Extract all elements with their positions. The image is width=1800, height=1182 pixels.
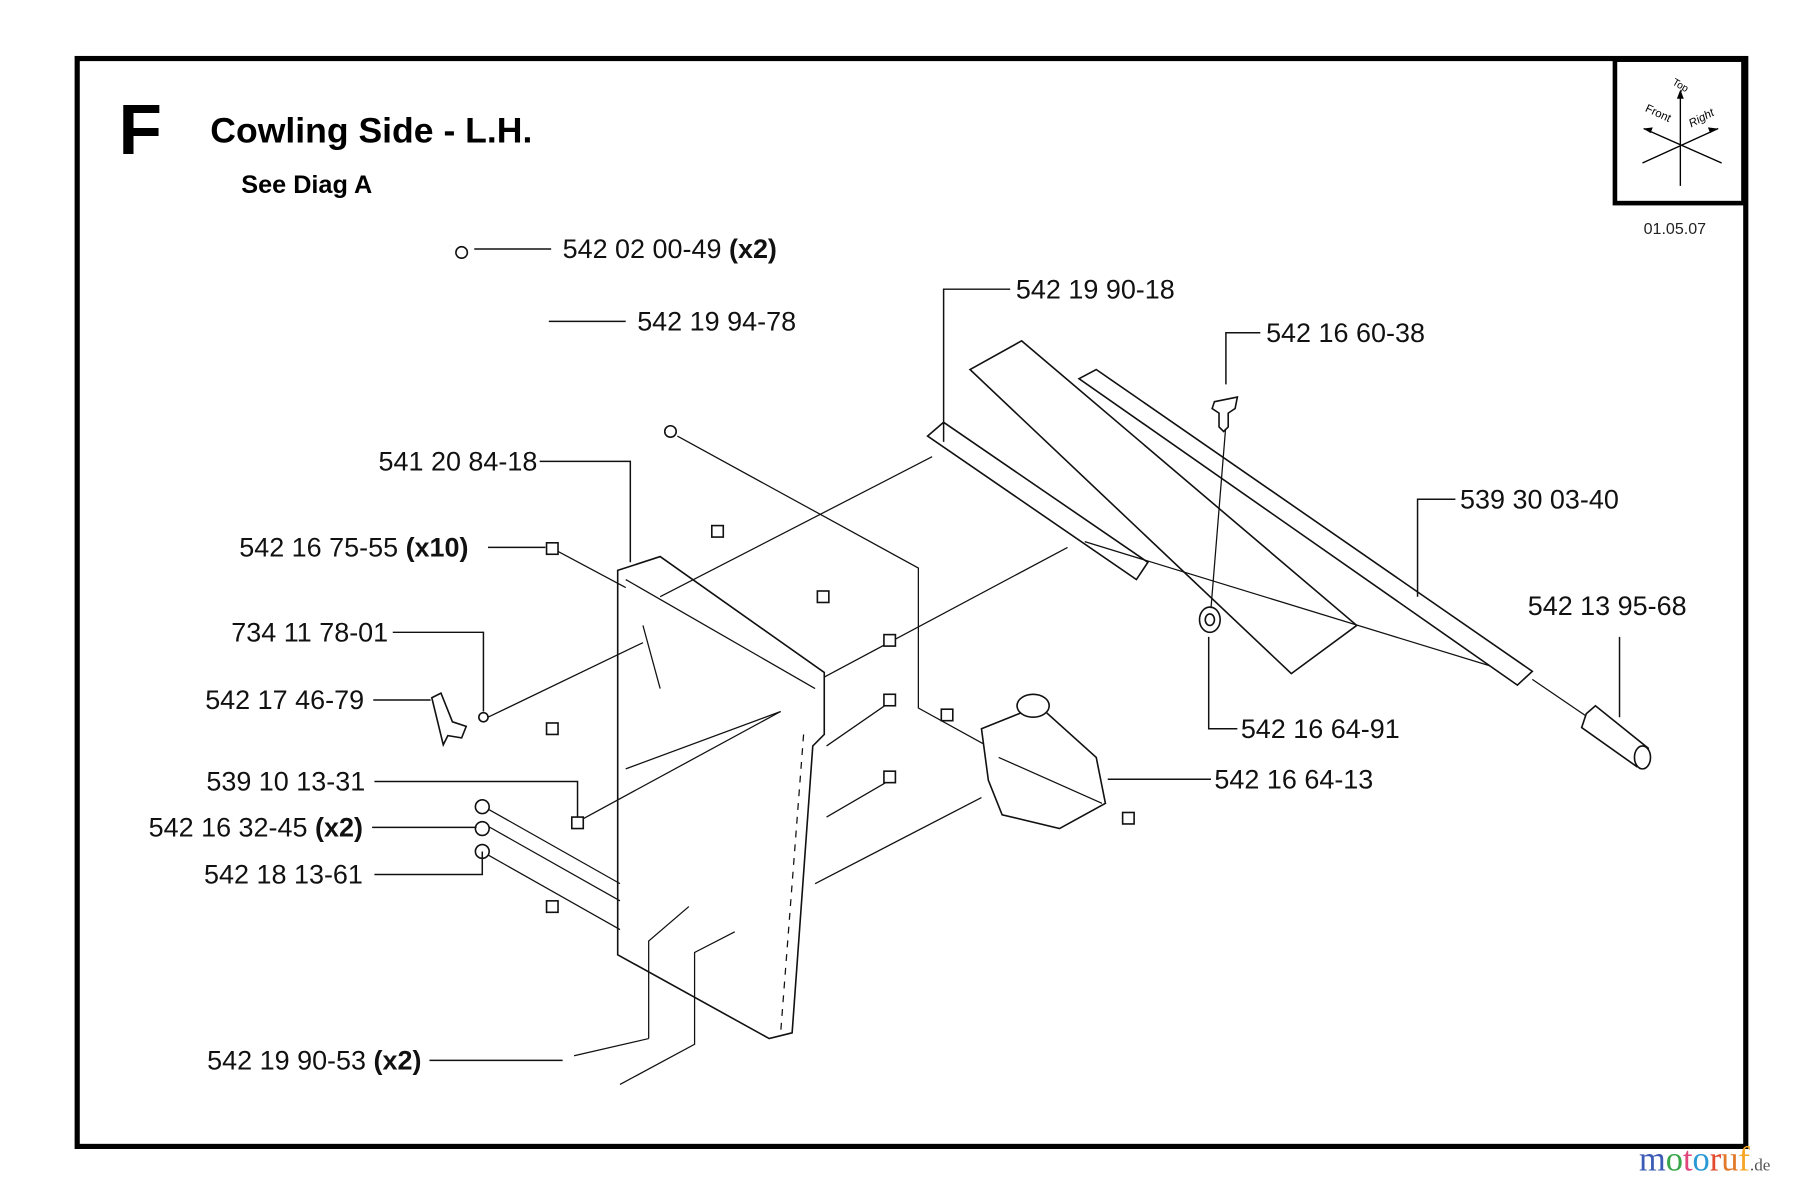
part-label: 542 16 75-55 (x10) bbox=[239, 533, 468, 563]
orientation-right-label: Right bbox=[1687, 107, 1717, 131]
part-label: 542 19 94-78 bbox=[637, 307, 796, 337]
orientation-compass-icon: Top Front Right bbox=[1612, 57, 1746, 206]
part-label: 539 10 13-31 bbox=[206, 767, 365, 797]
svg-text:motoruf.de: motoruf.de bbox=[1639, 1141, 1771, 1179]
part-label: 539 30 03-40 bbox=[1460, 484, 1619, 514]
part-label: 734 11 78-01 bbox=[231, 617, 388, 647]
part-label: 542 17 46-79 bbox=[205, 685, 364, 715]
part-label: 542 16 64-91 bbox=[1241, 714, 1400, 744]
orientation-front-label: Front bbox=[1643, 103, 1673, 126]
diagram-date: 01.05.07 bbox=[1644, 220, 1707, 238]
page-subtitle: See Diag A bbox=[241, 171, 372, 199]
part-label: 542 16 32-45 (x2) bbox=[149, 813, 363, 843]
section-letter: F bbox=[119, 91, 162, 170]
motoruf-watermark-logo: motoruf.de bbox=[1639, 1141, 1771, 1179]
part-label: 542 16 60-38 bbox=[1266, 318, 1425, 348]
part-label: 542 13 95-68 bbox=[1528, 591, 1687, 621]
page-title: Cowling Side - L.H. bbox=[210, 110, 532, 150]
orientation-top-label: Top bbox=[1670, 77, 1690, 95]
part-label: 542 18 13-61 bbox=[204, 860, 363, 890]
exploded-drawing bbox=[430, 244, 1652, 1086]
part-label: 542 19 90-18 bbox=[1016, 274, 1175, 304]
part-label: 541 20 84-18 bbox=[378, 447, 537, 477]
part-labels: 542 02 00-49 (x2) 542 19 94-78 542 19 90… bbox=[149, 234, 1687, 1075]
diagram-frame bbox=[74, 55, 1749, 1150]
part-label: 542 19 90-53 (x2) bbox=[207, 1046, 421, 1076]
part-label: 542 16 64-13 bbox=[1214, 764, 1373, 794]
leader-lines bbox=[372, 248, 1621, 1062]
part-label: 542 02 00-49 (x2) bbox=[563, 234, 777, 264]
